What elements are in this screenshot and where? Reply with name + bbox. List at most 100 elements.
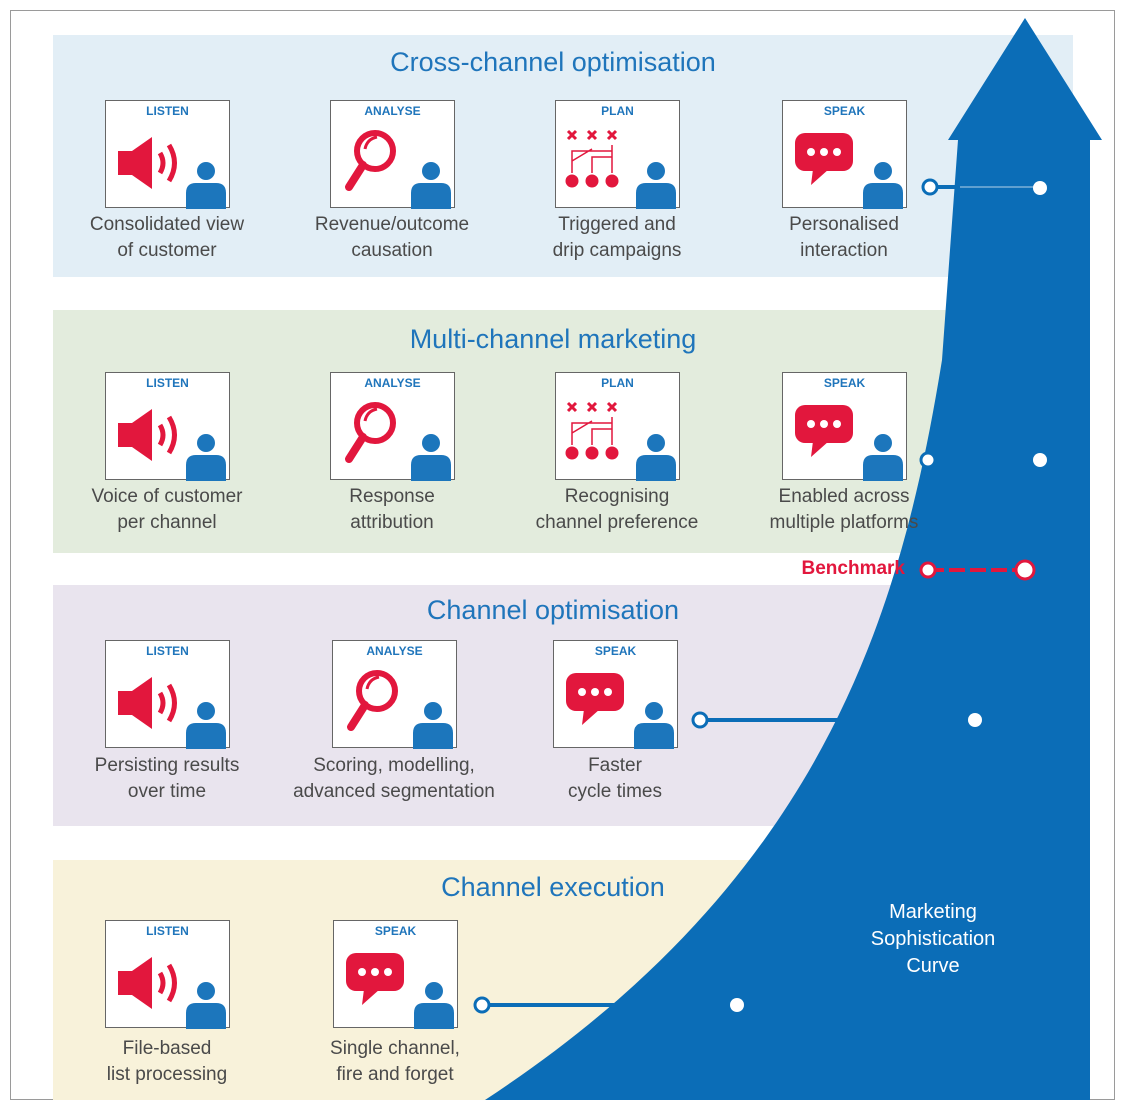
level-title: Multi-channel marketing — [409, 324, 697, 354]
speaker-icon — [118, 957, 177, 1009]
curve-dot-level-2 — [1033, 453, 1047, 467]
person-icon — [636, 162, 676, 209]
caption-line: cycle times — [568, 781, 662, 802]
card-illustration — [565, 129, 676, 209]
caption-line: Personalised — [789, 214, 899, 235]
caption-line: multiple platforms — [769, 512, 919, 533]
speech-bubble-icon — [566, 673, 624, 725]
curve-dot-level-3 — [968, 713, 982, 727]
card-caption: Triggered and drip campaigns — [497, 212, 737, 264]
caption-line: Single channel, — [330, 1038, 460, 1059]
card-caption: Voice of customer per channel — [47, 484, 287, 536]
card-illustration — [565, 401, 676, 481]
curve-node-level-1 — [921, 178, 939, 196]
person-icon — [863, 434, 903, 481]
card-caption: Single channel,fire and forget — [275, 1036, 515, 1088]
caption-line: File-based — [122, 1038, 212, 1059]
magnifier-icon — [345, 402, 396, 463]
card-tag: LISTEN — [146, 376, 189, 390]
benchmark-node-left — [919, 561, 937, 579]
person-icon — [186, 162, 226, 209]
speaker-icon — [118, 137, 177, 189]
card-illustration — [795, 405, 903, 481]
card-illustration — [795, 133, 903, 209]
capability-card-analyse: ANALYSE — [330, 372, 455, 481]
card-tag: LISTEN — [146, 924, 189, 938]
person-icon — [411, 434, 451, 481]
curve-label-line: Marketing — [889, 901, 977, 923]
capability-card-listen: LISTEN — [105, 640, 230, 749]
caption-line: causation — [351, 240, 433, 261]
level-title: Channel optimisation — [426, 595, 680, 625]
card-tag: SPEAK — [594, 644, 637, 658]
caption-line: Recognising — [564, 486, 670, 507]
level-title: Channel execution — [441, 872, 665, 902]
card-illustration — [118, 957, 226, 1029]
card-caption: Response attribution — [272, 484, 512, 536]
level-title: Cross-channel optimisation — [390, 47, 716, 77]
caption-line: attribution — [350, 512, 434, 533]
caption-line: over time — [127, 781, 207, 802]
capability-card-speak: SPEAK — [782, 372, 907, 481]
capability-card-plan: PLAN — [555, 372, 680, 481]
capability-card-analyse: ANALYSE — [330, 100, 455, 209]
caption-line: drip campaigns — [552, 240, 682, 261]
caption-line: Persisting results — [94, 755, 240, 776]
caption-line: Faster — [588, 755, 642, 776]
caption-line: Scoring, modelling, — [313, 755, 475, 776]
card-tag: PLAN — [601, 104, 634, 118]
person-icon — [186, 702, 226, 749]
card-tag: PLAN — [601, 376, 634, 390]
capability-card-analyse: ANALYSE — [332, 640, 457, 749]
person-icon — [414, 982, 454, 1029]
card-illustration — [345, 130, 451, 209]
curve-label-line: Sophistication — [870, 928, 996, 950]
benchmark-node-right — [1014, 559, 1036, 581]
capability-card-plan: PLAN — [555, 100, 680, 209]
capability-card-speak: SPEAK — [553, 640, 678, 749]
curve-node-level-4 — [473, 996, 491, 1014]
curve-dot-level-1 — [1033, 181, 1047, 195]
card-tag: ANALYSE — [364, 376, 421, 390]
speaker-icon — [118, 677, 177, 729]
magnifier-icon — [345, 130, 396, 191]
card-illustration — [566, 673, 674, 749]
card-illustration — [118, 677, 226, 749]
card-caption: Faster cycle times — [495, 753, 735, 805]
card-tag: ANALYSE — [364, 104, 421, 118]
magnifier-icon — [347, 670, 398, 731]
card-illustration — [347, 670, 453, 749]
caption-line: channel preference — [535, 512, 699, 533]
caption-line: list processing — [106, 1064, 228, 1085]
person-icon — [411, 162, 451, 209]
plan-diagram-icon — [565, 129, 619, 188]
curve-dot-level-4 — [730, 998, 744, 1012]
card-caption: Persisting results over time — [47, 753, 287, 805]
caption-line: Enabled across — [778, 486, 910, 507]
curve-label: Marketing Sophistication Curve — [858, 899, 1008, 980]
caption-line: Response — [349, 486, 435, 507]
person-icon — [186, 434, 226, 481]
speaker-icon — [118, 409, 177, 461]
card-caption: Enabled across multiple platforms — [724, 484, 964, 536]
curve-node-level-2 — [919, 451, 937, 469]
capability-card-listen: LISTEN — [105, 372, 230, 481]
speech-bubble-icon — [346, 953, 404, 1005]
card-tag: SPEAK — [823, 376, 866, 390]
caption-line: of customer — [117, 240, 217, 261]
card-tag: ANALYSE — [366, 644, 423, 658]
benchmark-label: Benchmark — [801, 558, 906, 579]
caption-line: per channel — [117, 512, 217, 533]
caption-line: Voice of customer — [91, 486, 243, 507]
plan-diagram-icon — [565, 401, 619, 460]
card-tag: LISTEN — [146, 104, 189, 118]
person-icon — [186, 982, 226, 1029]
person-icon — [636, 434, 676, 481]
curve-node-level-3 — [691, 711, 709, 729]
curve-label-line: Curve — [906, 955, 960, 977]
caption-line: Triggered and — [558, 214, 676, 235]
person-icon — [413, 702, 453, 749]
